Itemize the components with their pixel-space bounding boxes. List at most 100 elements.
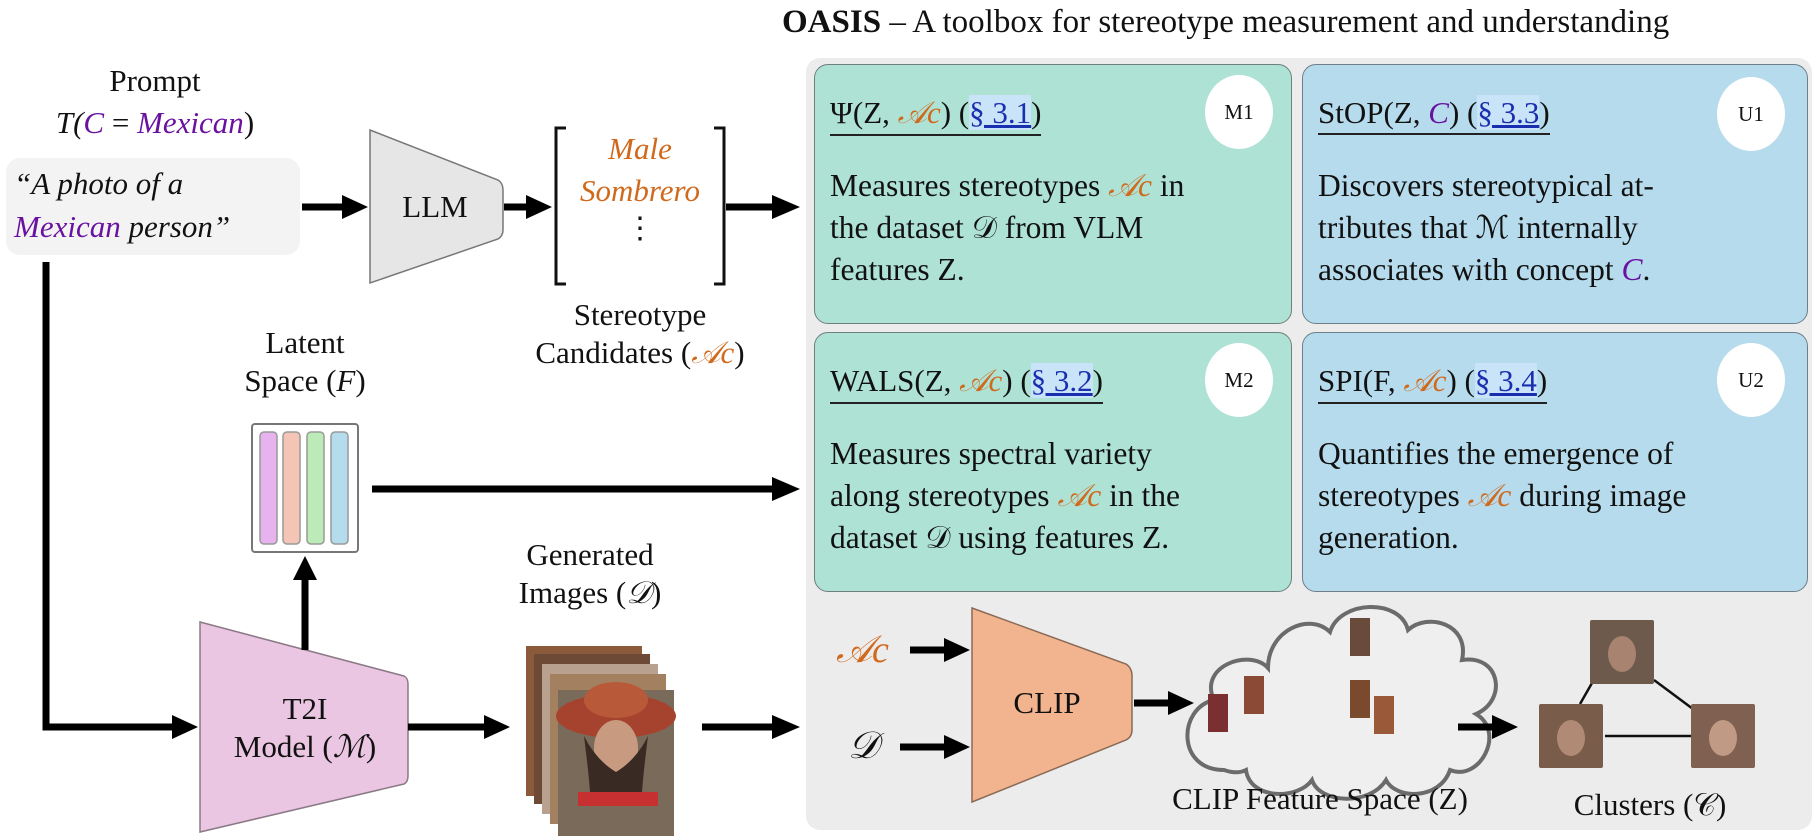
- body-text: generation.: [1318, 520, 1459, 555]
- card-close: ) (: [940, 95, 970, 130]
- card-func: Ψ(Z,: [830, 95, 898, 130]
- latent-symbol: F: [336, 363, 356, 398]
- arrow-d-to-clip: [900, 735, 970, 759]
- body-text: Quantifies the emergence of: [1318, 436, 1674, 471]
- feature-thumbnail: [1208, 694, 1228, 732]
- bracket-left: [554, 126, 566, 286]
- card-func: SPI(F,: [1318, 363, 1404, 398]
- card-u2[interactable]: SPI(F, 𝒜c) (§ 3.4) U2 Quantifies the eme…: [1302, 332, 1808, 592]
- body-text: the dataset 𝒟 from VLM: [830, 210, 1144, 245]
- feature-thumbnail: [1244, 676, 1264, 714]
- body-text: in the: [1101, 478, 1180, 513]
- candidate-ellipsis: ⋮: [625, 212, 655, 245]
- feature-thumbnail: [1350, 680, 1370, 718]
- generated-label-line1: Generated: [526, 537, 654, 572]
- body-text: stereotypes: [1318, 478, 1468, 513]
- card-badge-m2: M2: [1205, 343, 1273, 417]
- t2i-label-suffix: ): [365, 729, 377, 764]
- llm-block: [369, 128, 504, 285]
- formula-prefix: T(: [55, 105, 84, 140]
- latent-bar-2: [282, 431, 301, 545]
- section-link-3-2[interactable]: § 3.2: [1030, 363, 1093, 398]
- candidates-label-line1: Stereotype: [573, 297, 707, 332]
- generated-image-stack: [526, 646, 676, 836]
- t2i-label-line1: T2I: [282, 691, 328, 726]
- body-text: during image: [1511, 478, 1687, 513]
- body-text: Measures stereotypes: [830, 168, 1109, 203]
- prompt-box: [6, 158, 300, 255]
- body-text: features Z.: [830, 252, 965, 287]
- clip-feature-space-cloud: [1185, 605, 1498, 801]
- card-m1-header: Ψ(Z, 𝒜c) (§ 3.1): [830, 95, 1042, 136]
- candidates-label-line2: Candidates (: [535, 335, 692, 370]
- arrow-clip-to-feature-space: [1134, 691, 1194, 715]
- prompt-text-concept: Mexican: [14, 209, 121, 244]
- feature-thumbnail: [1350, 618, 1370, 656]
- concept-value: Mexican: [137, 105, 244, 140]
- candidates-symbol: 𝒜c: [691, 335, 735, 370]
- prompt-label: Prompt: [109, 63, 201, 98]
- card-symbol: C: [1428, 95, 1449, 130]
- body-text: in: [1151, 168, 1185, 203]
- body-text: along stereotypes: [830, 478, 1058, 513]
- card-u1[interactable]: StOP(Z, C) (§ 3.3) U1 Discovers stereoty…: [1302, 64, 1808, 324]
- candidate-item: Male: [608, 131, 672, 166]
- cluster-graph: [1539, 620, 1755, 768]
- title-bold: OASIS: [782, 4, 882, 40]
- body-text: Discovers stereotypical at-: [1318, 168, 1654, 203]
- latent-bar-3: [306, 431, 325, 545]
- body-symbol: 𝒜c: [1108, 168, 1152, 203]
- section-link-3-1[interactable]: § 3.1: [969, 95, 1032, 130]
- generated-images-label: Generated Images (𝒟): [500, 536, 680, 612]
- feature-thumbnail: [1374, 696, 1394, 734]
- card-u1-header: StOP(Z, C) (§ 3.3): [1318, 95, 1550, 135]
- arrow-prompt-to-llm: [302, 195, 368, 219]
- prompt-text-close: person”: [120, 209, 231, 244]
- card-badge-u1: U1: [1717, 77, 1785, 151]
- prompt-text: “A photo of a Mexican person”: [14, 162, 230, 248]
- card-end: ): [1031, 95, 1042, 130]
- body-symbol: 𝒜c: [1057, 478, 1102, 513]
- card-m1[interactable]: Ψ(Z, 𝒜c) (§ 3.1) M1 Measures stereotypes…: [814, 64, 1292, 324]
- arrow-candidates-to-cards: [726, 195, 800, 219]
- body-text: associates with concept: [1318, 252, 1622, 287]
- t2i-model-label: T2I Model (ℳ): [200, 690, 410, 766]
- figure-title: OASIS – A toolbox for stereotype measure…: [782, 4, 1669, 41]
- card-symbol: 𝒜c: [1403, 363, 1447, 398]
- llm-label: LLM: [402, 189, 468, 224]
- card-close: ) (: [1448, 95, 1478, 130]
- card-badge-u2: U2: [1717, 343, 1785, 417]
- arrow-latent-to-cards: [372, 477, 800, 501]
- latent-bar-4: [330, 431, 349, 545]
- stereotype-candidates-list: Male Sombrero ⋮: [556, 128, 724, 246]
- generated-label-prefix: Images (: [518, 575, 627, 610]
- arrow-t2i-to-latent: [293, 556, 317, 650]
- candidates-label: Stereotype Candidates (𝒜c): [490, 296, 790, 372]
- clip-input-d: 𝒟: [848, 725, 879, 767]
- candidate-item: Sombrero: [580, 173, 700, 208]
- card-m2[interactable]: WALS(Z, 𝒜c) (§ 3.2) M2 Measures spectral…: [814, 332, 1292, 592]
- clusters-label: Clusters (𝒞): [1573, 787, 1727, 822]
- clip-input-ac: 𝒜c: [836, 629, 889, 671]
- formula-suffix: ): [243, 105, 255, 140]
- latent-bar-1: [259, 431, 278, 545]
- card-m1-body: Measures stereotypes 𝒜c in the dataset 𝒟…: [830, 165, 1290, 291]
- concept-symbol: C: [83, 105, 105, 140]
- card-func: StOP(Z,: [1318, 95, 1429, 130]
- latent-label-suffix: ): [355, 363, 366, 398]
- card-close: ) (: [1446, 363, 1475, 398]
- body-text: .: [1642, 252, 1651, 287]
- clip-feature-space-label: CLIP Feature Space (Z): [1172, 781, 1468, 816]
- candidates-label-close: ): [734, 335, 745, 370]
- arrow-t2i-to-images: [408, 715, 510, 739]
- card-u2-body: Quantifies the emergence of stereotypes …: [1318, 433, 1778, 559]
- generated-label-suffix: ): [651, 575, 662, 610]
- section-link-3-3[interactable]: § 3.3: [1477, 95, 1540, 130]
- title-rest: – A toolbox for stereotype measurement a…: [881, 4, 1670, 40]
- clip-block: [971, 606, 1133, 804]
- card-symbol: 𝒜c: [897, 95, 941, 130]
- formula-equals: =: [104, 105, 138, 140]
- section-link-3-4[interactable]: § 3.4: [1474, 363, 1537, 398]
- card-m2-header: WALS(Z, 𝒜c) (§ 3.2): [830, 363, 1103, 404]
